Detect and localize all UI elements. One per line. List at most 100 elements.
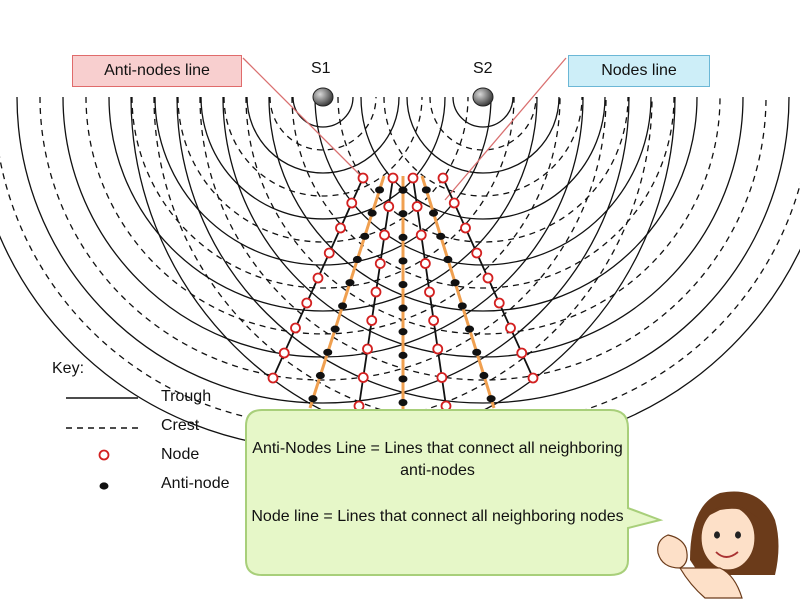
node-marker-1-0 [387, 172, 399, 184]
wave-front-s2-11 [199, 96, 767, 381]
node-marker-3-4 [482, 272, 494, 284]
presenter-girl-mouth [715, 551, 739, 558]
antinode-marker-0-6 [330, 325, 340, 333]
node-marker-3-0 [437, 172, 449, 184]
presenter-girl-arm [678, 567, 743, 599]
node-marker-0-8 [267, 372, 279, 384]
node-marker-3-3 [471, 247, 483, 259]
nodes-line-label: Nodes line [568, 55, 710, 87]
presenter-girl-face [700, 505, 756, 571]
callout-text: Anti-Nodes Line = Lines that connect all… [250, 438, 625, 552]
wave-front-s1-13 [0, 96, 653, 427]
node-marker-0-0 [357, 172, 369, 184]
node-marker-0-1 [346, 197, 358, 209]
anti-label-pointer [242, 57, 361, 176]
legend-title: Key: [52, 360, 85, 377]
presenter-girl-eye-left [714, 531, 720, 539]
wave-front-s1-2 [246, 96, 400, 174]
antinode-marker-0-2 [360, 232, 370, 240]
source-2-icon [472, 87, 494, 107]
node-marker-0-4 [312, 272, 324, 284]
legend-trough-label: Trough [161, 388, 212, 405]
antinode-marker-2-7 [472, 348, 482, 356]
node-marker-0-7 [278, 347, 290, 359]
node-marker-1-4 [370, 286, 382, 298]
wave-front-s1-11 [39, 96, 607, 381]
node-marker-2-0 [407, 172, 419, 184]
wave-front-s2-3 [383, 96, 583, 197]
node-marker-0-3 [323, 247, 335, 259]
node-marker-3-1 [448, 197, 460, 209]
legend-node-label: Node [161, 446, 200, 463]
legend-node: Node [52, 444, 252, 468]
node-marker-3-8 [527, 372, 539, 384]
antinode-marker-0-4 [345, 279, 355, 287]
node-marker-3-7 [516, 347, 528, 359]
wave-front-s2-7 [291, 96, 675, 289]
antinode-marker-1-9 [398, 398, 408, 407]
wave-front-s2-10 [222, 96, 744, 358]
wave-front-s2-12 [176, 96, 790, 404]
wave-front-s2-13 [153, 96, 800, 427]
callout-bubble [245, 409, 664, 576]
antinode-marker-1-0 [398, 186, 408, 194]
node-marker-2-4 [424, 286, 435, 298]
antinode-marker-1-7 [398, 351, 408, 359]
anti-nodes-line-label: Anti-nodes line [72, 55, 242, 87]
wave-front-s1-8 [108, 96, 538, 312]
antinode-marker-2-6 [465, 325, 475, 333]
node-marker-2-5 [428, 315, 440, 326]
source-1-icon [312, 87, 334, 107]
wave-front-s2-9 [245, 96, 721, 335]
callout-node-definition: Node line = Lines that connect all neigh… [251, 508, 624, 525]
legend-node-sample [98, 449, 110, 461]
node-marker-1-7 [357, 372, 369, 383]
antinode-marker-2-1 [429, 209, 439, 217]
node-marker-2-1 [411, 201, 423, 212]
legend-antinode: Anti-node [52, 473, 252, 497]
wave-front-s2-4 [360, 96, 606, 220]
presenter-girl-bangs [700, 505, 760, 520]
node-marker-1-3 [374, 258, 386, 269]
wave-front-s2-0 [452, 96, 514, 128]
wave-front-s1-5 [177, 96, 469, 243]
source-1-label: S1 [311, 60, 331, 77]
wave-front-s1-1 [269, 96, 377, 151]
antinode-marker-1-3 [398, 257, 408, 265]
antinode-marker-0-8 [315, 371, 325, 380]
antinode-marker-0-7 [323, 348, 333, 356]
node-marker-2-7 [436, 372, 448, 383]
node-marker-2-6 [432, 343, 444, 355]
antinode-marker-2-8 [479, 371, 489, 380]
node-marker-0-6 [290, 322, 301, 334]
node-marker-2-2 [415, 229, 427, 241]
antinode-marker-1-8 [398, 375, 408, 383]
legend-crest-label: Crest [161, 417, 200, 434]
wave-front-s1-0 [292, 96, 354, 128]
wave-front-s1-12 [16, 96, 630, 404]
antinode-marker-2-5 [457, 302, 467, 310]
antinode-marker-2-4 [450, 279, 460, 287]
antinode-marker-0-0 [375, 186, 385, 194]
wave-front-s2-1 [429, 96, 537, 151]
wave-front-s2-2 [406, 96, 560, 174]
antinode-marker-1-6 [398, 328, 408, 336]
antinode-marker-2-9 [486, 395, 496, 403]
node-marker-1-6 [362, 343, 373, 355]
antinode-marker-0-1 [367, 209, 377, 217]
antinode-marker-2-3 [443, 255, 453, 264]
antinode-marker-0-3 [352, 255, 362, 264]
antinode-marker-0-5 [338, 302, 348, 310]
wave-front-s1-7 [131, 96, 515, 289]
node-marker-0-5 [301, 297, 313, 309]
wave-front-s2-8 [268, 96, 698, 312]
node-marker-3-5 [493, 297, 505, 309]
legend-antinode-sample [99, 482, 109, 490]
node-marker-1-1 [383, 201, 395, 212]
legend-crest: Crest [52, 415, 252, 439]
antinode-marker-0-9 [308, 395, 318, 403]
presenter-girl-hand-icon [657, 534, 688, 569]
node-marker-2-3 [419, 258, 431, 269]
node-marker-3-6 [505, 322, 516, 334]
